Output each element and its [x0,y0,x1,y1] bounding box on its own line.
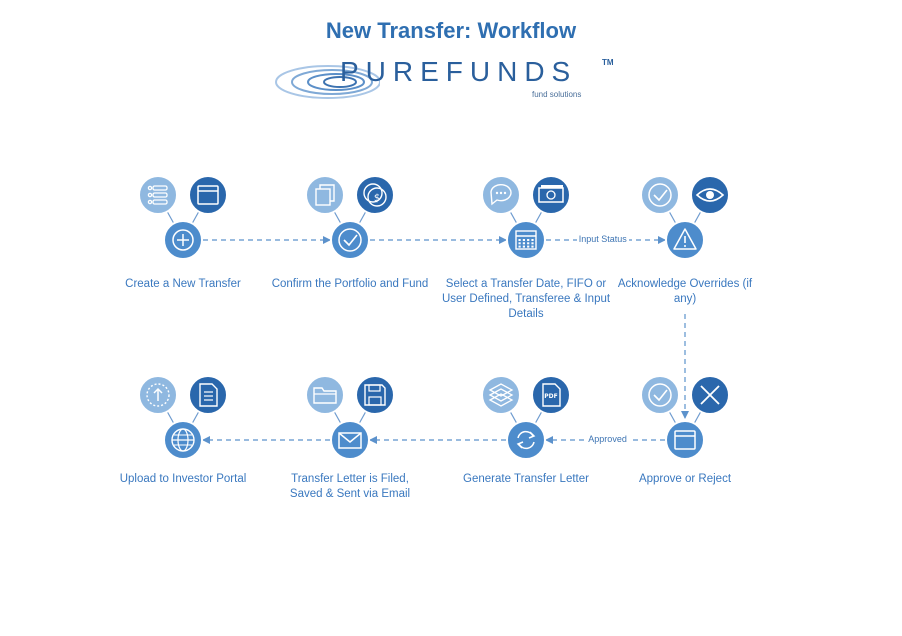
svg-text:$: $ [374,193,380,204]
logo-tagline: fund solutions [532,90,582,99]
check-icon [640,175,680,215]
step-create [138,175,228,260]
window-icon [188,175,228,215]
connector-label: Input Status [576,234,629,244]
chat-icon [481,175,521,215]
step-filed [305,375,395,460]
purefunds-logo: PUREFUNDS TM fund solutions [270,52,630,108]
window-icon [665,420,705,460]
step-label-approve: Approve or Reject [638,473,732,485]
swirl-logo-icon [275,65,380,99]
logo-wordmark: PUREFUNDS [340,56,578,87]
envelope-icon [330,420,370,460]
page-title: New Transfer: Workflow [325,18,577,43]
calendar-icon [506,220,546,260]
connector-label: Approved [586,434,629,444]
check-icon [330,220,370,260]
warning-icon [665,220,705,260]
refresh-icon [506,420,546,460]
step-label-filed: Transfer Letter is Filed, Saved & Sent v… [289,473,411,500]
step-upload [138,375,228,460]
svg-text:PDF: PDF [544,393,557,400]
layers-icon [481,375,521,415]
upload-icon [138,375,178,415]
step-generate: PDF [481,375,571,460]
step-label-create: Create a New Transfer [125,278,241,290]
check-icon [640,375,680,415]
step-select [481,175,571,260]
coins-icon: $ [355,175,395,215]
floppy-icon [355,375,395,415]
step-label-generate: Generate Transfer Letter [463,473,589,485]
step-label-select: Select a Transfer Date, FIFO or User Def… [441,278,611,320]
step-confirm: $ [305,175,395,260]
x-icon [690,375,730,415]
eye-icon [690,175,730,215]
step-label-upload: Upload to Investor Portal [119,473,247,485]
step-label-confirm: Confirm the Portfolio and Fund [271,278,429,290]
globe-icon [163,420,203,460]
plus-icon [163,220,203,260]
documents-icon [305,175,345,215]
step-approve [640,375,730,460]
pdf-icon: PDF [531,375,571,415]
money-icon [531,175,571,215]
step-label-ack: Acknowledge Overrides (if any) [617,278,753,305]
folder-icon [305,375,345,415]
document-icon [188,375,228,415]
logo-trademark: TM [602,58,614,67]
list-icon [138,175,178,215]
step-ack [640,175,730,260]
